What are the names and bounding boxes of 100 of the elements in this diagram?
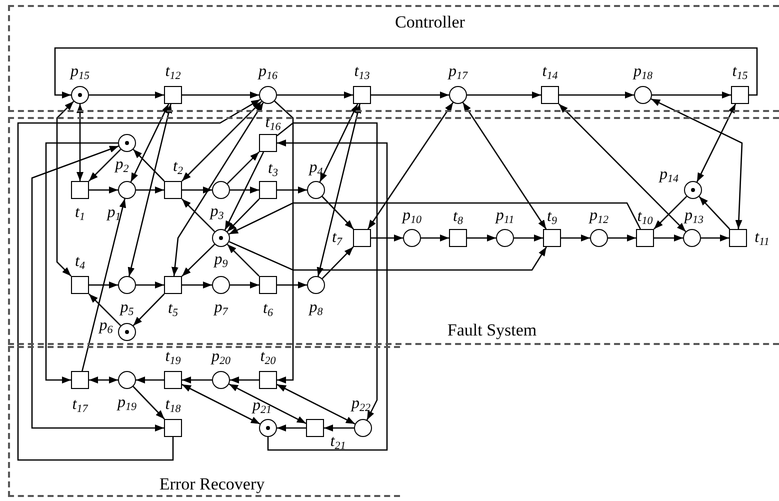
place-label: p$_{21}$ — [252, 398, 272, 414]
place-label: p$_{10}$ — [402, 208, 422, 224]
arc-arrow — [371, 234, 403, 242]
arc-arrow — [277, 186, 307, 194]
place-label: p$_{1}$ — [107, 205, 121, 221]
arc-arrow — [132, 386, 165, 420]
arc-arrow — [226, 152, 260, 184]
place-label: p$_{11}$ — [496, 208, 514, 224]
place-label: p$_{19}$ — [118, 395, 136, 411]
place-label: p$_{9}$ — [214, 252, 228, 268]
arc-arrow — [89, 376, 118, 384]
arc-arrow — [230, 282, 259, 288]
place-label: p$_{6}$ — [99, 318, 113, 334]
arc-arrow — [88, 148, 122, 182]
arc-arrow — [224, 152, 264, 230]
region-title: Error Recovery — [159, 473, 265, 496]
arc-arrow — [45, 142, 118, 384]
transition-label: t$_{5}$ — [168, 301, 178, 317]
arc-arrow — [182, 376, 212, 384]
place-label: p$_{14}$ — [660, 167, 678, 183]
arc-arrow — [654, 196, 688, 230]
arc-arrow — [367, 102, 454, 230]
place-label: p$_{3}$ — [210, 204, 224, 220]
transition-label: t$_{7}$ — [332, 230, 342, 246]
place-label: p$_{8}$ — [309, 300, 323, 316]
transition-label: t$_{19}$ — [165, 349, 181, 365]
arc-arrow — [652, 92, 731, 98]
arc-arrow — [467, 234, 496, 242]
arc-arrow — [277, 424, 306, 432]
dashed-region — [8, 117, 779, 345]
arc-arrow — [31, 146, 164, 432]
arc-arrow — [277, 92, 353, 98]
place-label: p$_{17}$ — [448, 64, 468, 80]
place-label: p$_{22}$ — [352, 396, 370, 412]
transition-label: t$_{3}$ — [268, 161, 278, 177]
arc-arrow — [701, 234, 729, 242]
transition-label: t$_{8}$ — [453, 209, 463, 225]
arc-arrow — [132, 294, 165, 326]
arc-arrow — [608, 234, 636, 242]
arc-arrow — [654, 234, 683, 242]
arc-arrow — [226, 244, 260, 276]
arc-arrow — [467, 92, 541, 98]
transition-label: t$_{21}$ — [330, 434, 346, 450]
arc-arrow — [228, 241, 547, 271]
arc-arrow — [267, 140, 388, 451]
arc-arrow — [274, 100, 294, 384]
arc-arrow — [136, 282, 164, 288]
arc-arrow — [130, 104, 170, 182]
arc-arrow — [558, 104, 686, 232]
arc-arrow — [76, 104, 84, 181]
place-label: p$_{13}$ — [684, 208, 704, 224]
dashed-region — [8, 5, 779, 112]
arc-arrow — [182, 186, 212, 194]
arc-arrow — [228, 202, 641, 235]
arc-arrow — [319, 104, 358, 182]
arc-arrow — [228, 384, 306, 424]
arc-arrow — [276, 122, 378, 420]
arc-arrow — [54, 47, 758, 98]
arc-arrow — [514, 234, 543, 242]
place-label: p$_{15}$ — [70, 64, 90, 80]
arc-arrow — [171, 102, 264, 276]
arc-arrow — [182, 282, 212, 288]
place-label: p$_{7}$ — [214, 300, 228, 316]
arc-arrow — [182, 384, 260, 424]
arc-arrow — [182, 92, 259, 98]
transition-label: t$_{14}$ — [542, 64, 558, 80]
arc-arrow — [696, 104, 736, 182]
place-label: p$_{16}$ — [258, 64, 278, 80]
transition-label: t$_{10}$ — [637, 209, 653, 225]
transition-label: t$_{16}$ — [265, 115, 281, 131]
arc-arrow — [89, 92, 164, 98]
transition-label: t$_{4}$ — [75, 254, 85, 270]
arc-arrow — [89, 282, 118, 288]
dashed-region — [8, 346, 400, 497]
arc-arrow — [322, 246, 354, 280]
arc-arrow — [230, 186, 259, 194]
arc-arrow — [322, 196, 354, 230]
transition-label: t$_{17}$ — [72, 397, 88, 413]
transition-label: t$_{1}$ — [75, 205, 85, 221]
transition-label: t$_{20}$ — [260, 349, 276, 365]
arc-arrow — [650, 98, 743, 230]
arc-arrow — [89, 186, 118, 194]
arc-arrow — [136, 376, 164, 384]
arc-arrow — [226, 198, 260, 232]
place-label: p$_{20}$ — [212, 349, 230, 365]
arc-arrow — [82, 198, 126, 372]
place-label: p$_{12}$ — [590, 208, 608, 224]
arc-arrow — [561, 234, 590, 242]
region-title: Fault System — [447, 319, 537, 342]
arc-arrow — [182, 244, 216, 277]
place-label: p$_{18}$ — [634, 64, 652, 80]
transition-label: t$_{9}$ — [547, 209, 557, 225]
transition-label: t$_{11}$ — [754, 230, 770, 246]
arc-arrow — [56, 100, 74, 276]
arc-arrow — [316, 104, 362, 276]
arc-arrow — [698, 196, 730, 230]
place-label: p$_{5}$ — [120, 300, 134, 316]
arc-arrow — [276, 384, 356, 424]
arc-arrow — [182, 198, 216, 232]
transition-label: t$_{15}$ — [732, 64, 748, 80]
